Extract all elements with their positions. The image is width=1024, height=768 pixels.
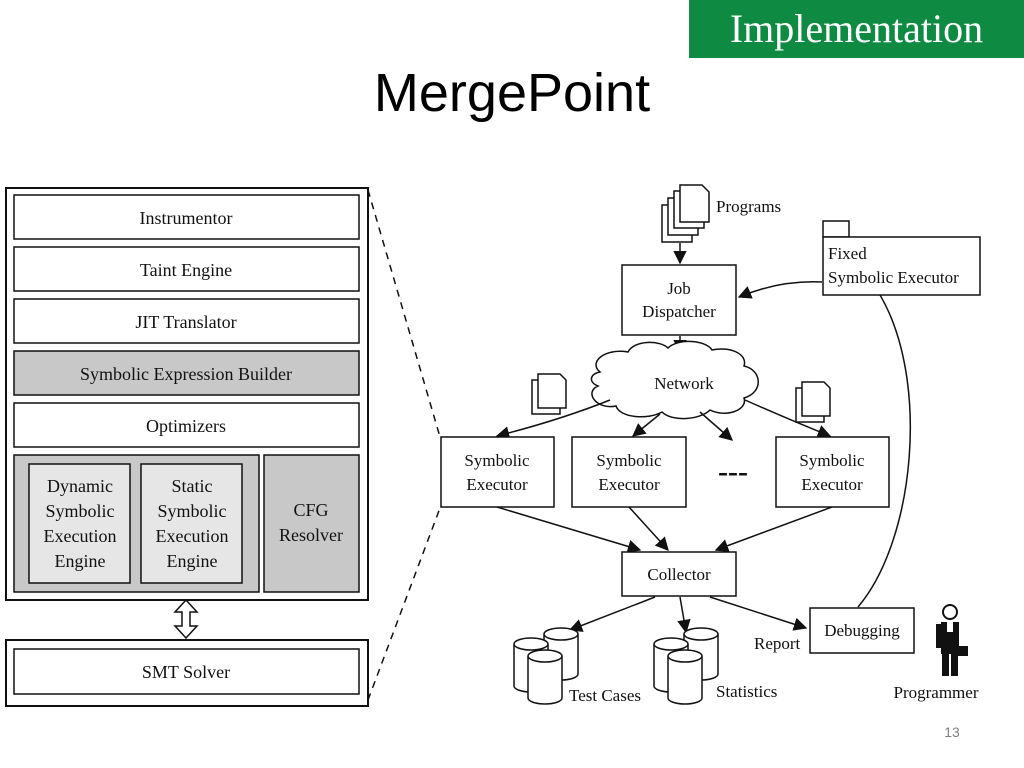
programmer-label: Programmer — [894, 683, 979, 702]
fixed-executor-line-2: Symbolic Executor — [828, 268, 959, 287]
collector-box: Collector — [621, 551, 737, 597]
cfg-resolver: CFG Resolver — [263, 454, 360, 593]
smt-solver-box: SMT Solver — [5, 639, 369, 707]
static-engine-line-4: Engine — [167, 551, 218, 571]
static-engine-line-3: Execution — [156, 526, 229, 546]
static-engine-line-1: Static — [172, 476, 213, 496]
executor-2-line-1: Symbolic — [596, 451, 662, 470]
job-dispatcher-line-2: Dispatcher — [642, 302, 716, 321]
statistics-database-icon — [653, 627, 719, 705]
architecture-stack: Instrumentor Taint Engine JIT Translator… — [5, 187, 369, 601]
layer-jit-translator: JIT Translator — [13, 298, 360, 344]
executor-1-line-1: Symbolic — [464, 451, 530, 470]
programs-icon — [661, 184, 710, 243]
executors-ellipsis: --- — [718, 455, 748, 488]
layer-taint-engine: Taint Engine — [13, 246, 360, 292]
cfg-resolver-line-1: CFG — [293, 500, 328, 520]
dynamic-symbolic-execution-engine: Dynamic Symbolic Execution Engine — [28, 463, 131, 584]
smt-solver-label: SMT Solver — [142, 662, 230, 682]
layer-symbolic-expression-builder: Symbolic Expression Builder — [13, 350, 360, 396]
symbolic-executor-2: Symbolic Executor — [571, 436, 687, 508]
symbolic-executor-1: Symbolic Executor — [440, 436, 555, 508]
report-label: Report — [754, 634, 801, 653]
cfg-resolver-line-2: Resolver — [279, 525, 343, 545]
job-dispatcher-line-1: Job — [667, 279, 691, 298]
test-cases-database-icon — [513, 627, 579, 705]
layer-jit-translator-label: JIT Translator — [135, 312, 236, 332]
page-number: 13 — [944, 724, 960, 740]
layer-optimizers: Optimizers — [13, 402, 360, 448]
test-cases-label: Test Cases — [569, 686, 641, 705]
layer-instrumentor-label: Instrumentor — [140, 208, 233, 228]
execution-engines-group: Dynamic Symbolic Execution Engine Static… — [13, 454, 260, 593]
section-tag: Implementation — [689, 0, 1024, 58]
static-symbolic-execution-engine: Static Symbolic Execution Engine — [140, 463, 243, 584]
executor-3-line-1: Symbolic — [799, 451, 865, 470]
dynamic-engine-line-3: Execution — [44, 526, 117, 546]
programmer-icon — [936, 604, 968, 676]
zoom-line-top — [367, 189, 441, 438]
collector-label: Collector — [647, 565, 711, 584]
debugging-box: Debugging — [809, 607, 915, 654]
network-label: Network — [654, 374, 714, 393]
dynamic-engine-line-2: Symbolic — [45, 501, 114, 521]
symbolic-executor-3: Symbolic Executor — [775, 436, 890, 508]
network-cloud-icon — [590, 340, 759, 420]
document-icon-left — [531, 373, 567, 415]
job-dispatcher-box: Job Dispatcher — [621, 264, 737, 336]
fixed-symbolic-executor-box: Fixed Symbolic Executor — [822, 220, 981, 296]
static-engine-line-2: Symbolic — [157, 501, 226, 521]
debugging-label: Debugging — [824, 621, 900, 640]
slide-title: MergePoint — [373, 63, 651, 123]
fixed-executor-line-1: Fixed — [828, 244, 867, 263]
double-arrow-icon — [173, 598, 199, 640]
dynamic-engine-line-4: Engine — [55, 551, 106, 571]
statistics-label: Statistics — [716, 682, 777, 701]
zoom-line-bottom — [367, 507, 441, 701]
layer-taint-engine-label: Taint Engine — [140, 260, 232, 280]
executor-1-line-2: Executor — [466, 475, 528, 494]
executor-3-line-2: Executor — [801, 475, 863, 494]
programs-label: Programs — [716, 197, 781, 216]
layer-optimizers-label: Optimizers — [146, 416, 226, 436]
layer-instrumentor: Instrumentor — [13, 194, 360, 240]
dynamic-engine-line-1: Dynamic — [47, 476, 113, 496]
document-icon-right — [795, 381, 831, 423]
layer-symbolic-expression-builder-label: Symbolic Expression Builder — [80, 364, 292, 384]
executor-2-line-2: Executor — [598, 475, 660, 494]
